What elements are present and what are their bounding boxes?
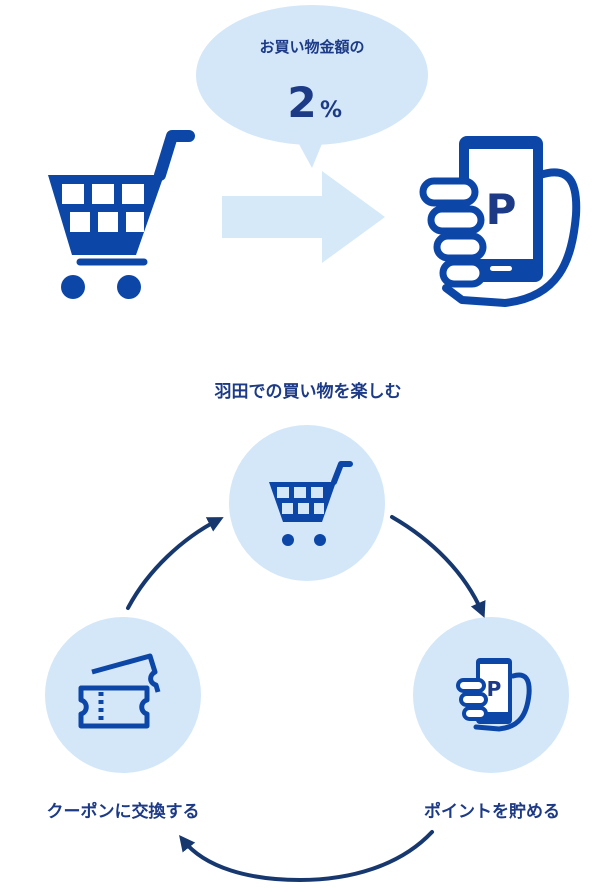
coupon-circle [45,617,201,773]
shopping-cart-icon [48,130,195,299]
smartphone-points-icon: P [456,658,532,732]
bubble-caption: お買い物金額の [259,38,364,56]
cycle-right-label: ポイントを貯める [424,801,560,822]
right-arrow-icon [222,171,385,263]
points-circle: P [413,617,569,773]
phone-badge: P [486,185,517,234]
phone-badge-small: P [487,677,502,701]
bubble-rate-number: 2 [287,78,316,127]
shop-circle [229,425,385,581]
shopping-cart-icon [269,461,353,546]
bubble-rate-unit: % [320,98,342,123]
smartphone-points-icon: P [419,136,581,307]
speech-bubble: お買い物金額の 2 % [196,5,428,168]
cycle-top-label: 羽田での買い物を楽しむ [215,381,402,402]
cycle-left-label: クーポンに交換する [47,801,200,822]
coupon-tickets-icon [78,653,161,729]
cycle-arrow-icon [126,515,486,883]
